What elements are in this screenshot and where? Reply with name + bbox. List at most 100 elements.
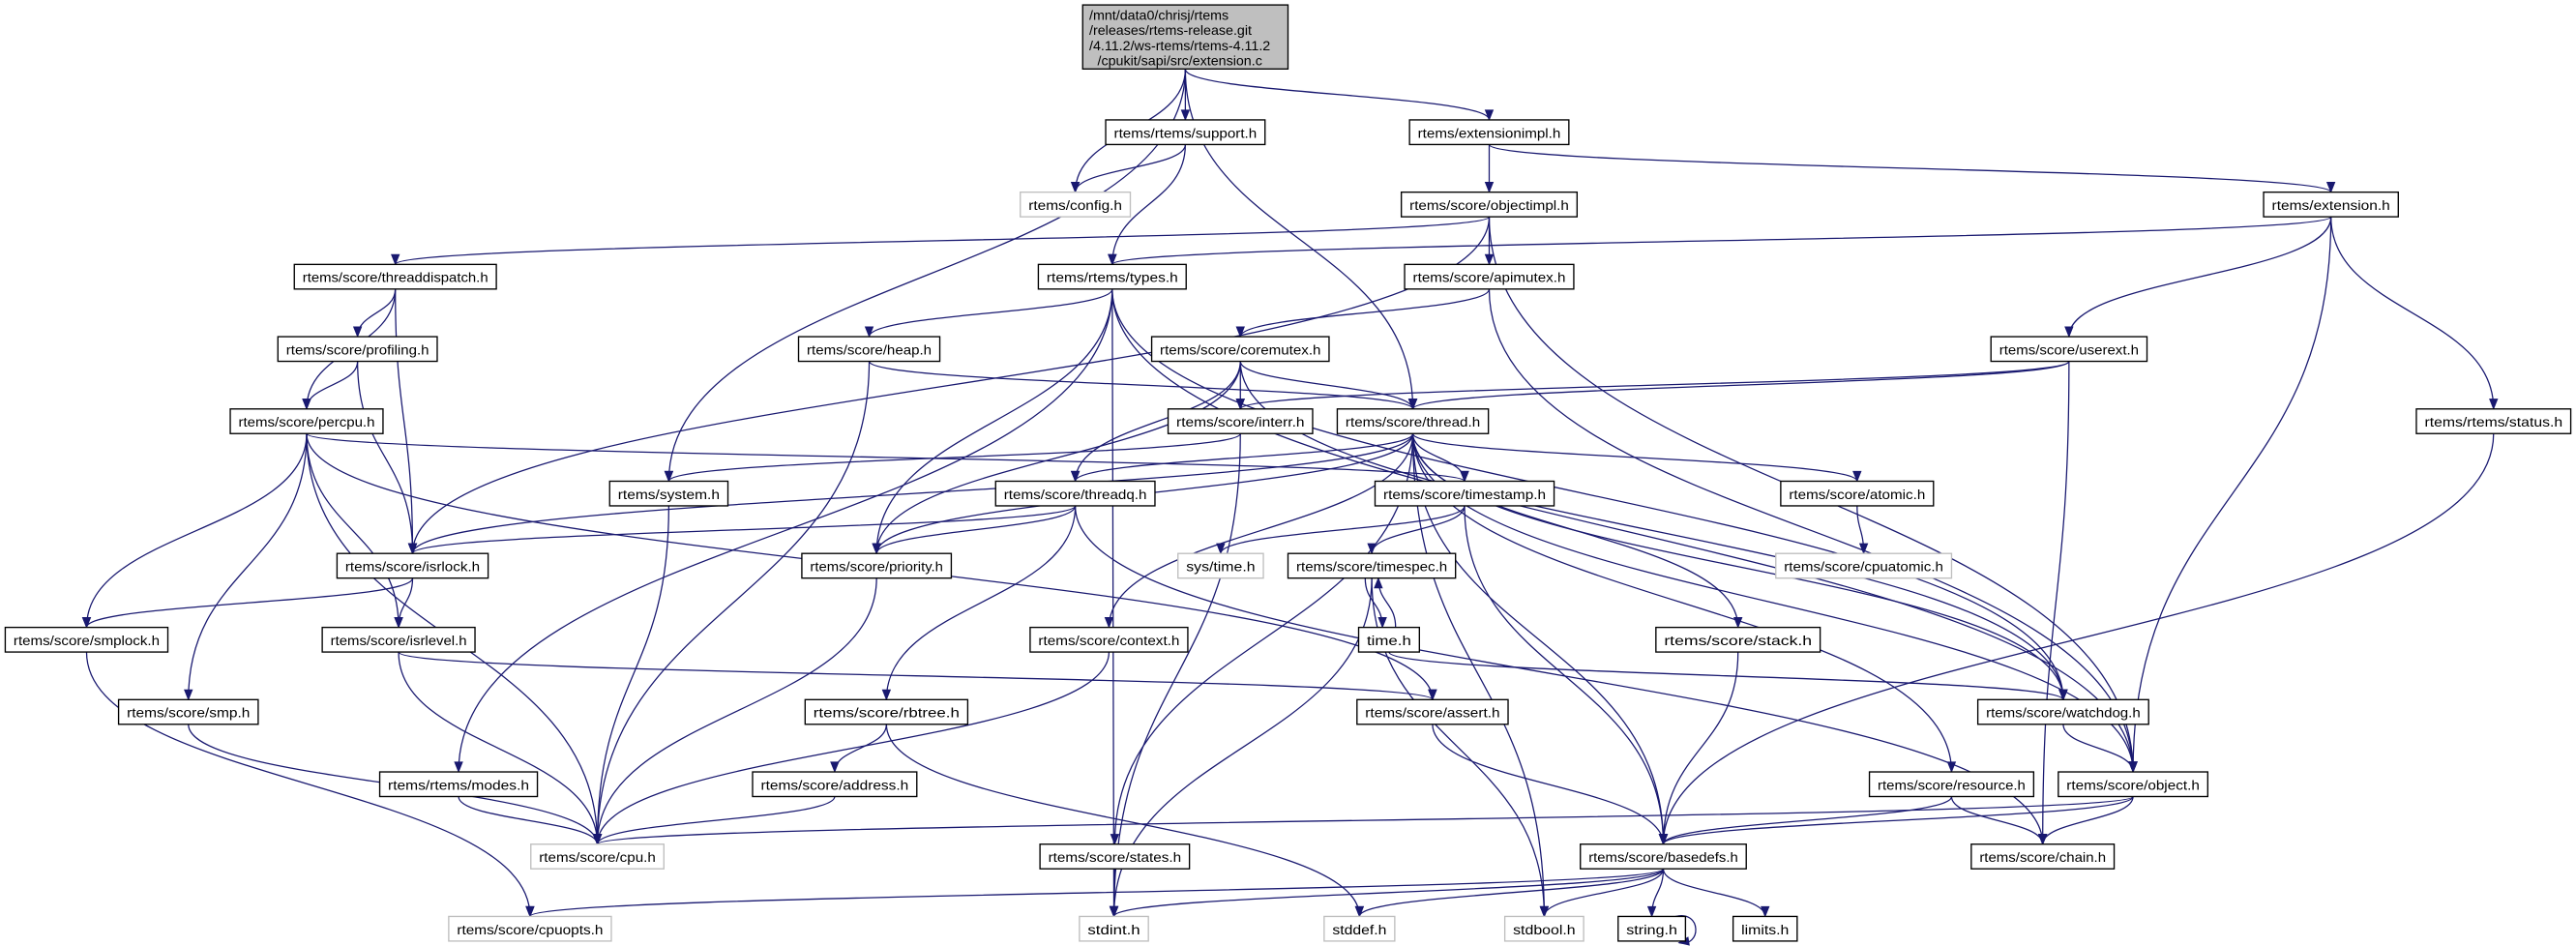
root-label-line: /mnt/data0/chrisj/rtems — [1089, 8, 1229, 23]
node-label: rtems/score/isrlevel.h — [331, 634, 467, 649]
edge-address-to-cpu — [592, 796, 836, 845]
node-apimutex[interactable]: rtems/score/apimutex.h — [1404, 263, 1575, 290]
edge-arrowhead — [2128, 761, 2138, 774]
node-stack[interactable]: rtems/score/stack.h — [1655, 626, 1821, 653]
node-basedefs[interactable]: rtems/score/basedefs.h — [1580, 843, 1747, 870]
node-box — [1336, 408, 1490, 434]
node-extensionimpl[interactable]: rtems/extensionimpl.h — [1408, 119, 1570, 146]
edge-arrowhead — [81, 616, 92, 629]
node-system[interactable]: rtems/system.h — [608, 480, 729, 507]
node-timestamp[interactable]: rtems/score/timestamp.h — [1374, 480, 1555, 507]
edge-context-to-cpu — [592, 652, 1110, 845]
node-limits[interactable]: limits.h — [1732, 915, 1798, 942]
node-box — [1970, 843, 2116, 870]
node-label: rtems/extension.h — [2272, 198, 2390, 214]
node-box — [1105, 119, 1266, 146]
node-threaddispatch[interactable]: rtems/score/threaddispatch.h — [293, 263, 497, 290]
edge-line — [529, 868, 1665, 918]
node-thread[interactable]: rtems/score/thread.h — [1336, 408, 1490, 434]
node-smp[interactable]: rtems/score/smp.h — [117, 698, 259, 725]
node-types[interactable]: rtems/rtems/types.h — [1037, 263, 1187, 290]
node-isrlevel[interactable]: rtems/score/isrlevel.h — [321, 626, 476, 653]
node-profiling[interactable]: rtems/score/profiling.h — [277, 336, 438, 363]
edge-arrowhead — [302, 399, 311, 410]
node-stddef[interactable]: stddef.h — [1323, 915, 1396, 942]
node-box — [1079, 915, 1149, 942]
edge-line — [1662, 433, 2495, 844]
node-rbtree[interactable]: rtems/score/rbtree.h — [804, 698, 969, 725]
node-label: rtems/score/smp.h — [127, 706, 250, 722]
node-box — [117, 698, 259, 725]
node-context[interactable]: rtems/score/context.h — [1029, 626, 1189, 653]
edge-arrowhead — [1070, 470, 1081, 483]
node-cpuatomic[interactable]: rtems/score/cpuatomic.h — [1775, 552, 1953, 579]
node-systime[interactable]: sys/time.h — [1177, 552, 1264, 579]
node-modes[interactable]: rtems/rtems/modes.h — [378, 771, 539, 798]
node-atomic[interactable]: rtems/score/atomic.h — [1780, 480, 1935, 507]
node-string[interactable]: string.h — [1617, 915, 1687, 942]
node-box — [1177, 552, 1264, 579]
node-box — [752, 771, 918, 798]
node-assert[interactable]: rtems/score/assert.h — [1356, 698, 1509, 725]
node-interr[interactable]: rtems/score/interr.h — [1167, 408, 1314, 434]
node-cpu[interactable]: rtems/score/cpu.h — [530, 843, 665, 870]
edge-extension-to-status — [2330, 217, 2499, 410]
node-userext[interactable]: rtems/score/userext.h — [1990, 336, 2148, 363]
node-threadq[interactable]: rtems/score/threadq.h — [994, 480, 1156, 507]
node-box — [1404, 263, 1575, 290]
node-extension[interactable]: rtems/extension.h — [2263, 191, 2399, 218]
edge-objectimpl-to-threaddispatch — [391, 216, 1491, 266]
edge-arrowhead — [1852, 470, 1862, 483]
node-cpuopts[interactable]: rtems/score/cpuopts.h — [448, 915, 612, 942]
node-config[interactable]: rtems/config.h — [1020, 191, 1132, 218]
node-support[interactable]: rtems/rtems/support.h — [1105, 119, 1266, 146]
edge-line — [188, 433, 308, 700]
node-smplock[interactable]: rtems/score/smplock.h — [4, 626, 169, 653]
node-object[interactable]: rtems/score/object.h — [2058, 771, 2209, 798]
node-priority[interactable]: rtems/score/priority.h — [801, 552, 953, 579]
edge-isrlevel-to-assert — [398, 651, 1437, 701]
node-timespec[interactable]: rtems/score/timespec.h — [1287, 552, 1457, 579]
edge-line — [1111, 288, 2134, 773]
edge-isrlock-to-smplock — [81, 577, 414, 629]
edge-line — [85, 577, 414, 628]
edge-line — [596, 505, 670, 844]
node-root-extension-c[interactable]: /mnt/data0/chrisj/rtems/releases/rtems-r… — [1081, 4, 1289, 70]
edge-line — [1111, 216, 2332, 265]
node-percpu[interactable]: rtems/score/percpu.h — [229, 408, 384, 434]
node-stdint[interactable]: stdint.h — [1079, 915, 1149, 942]
edge-arrowhead — [664, 470, 674, 483]
edge-line — [356, 361, 414, 554]
node-status[interactable]: rtems/rtems/status.h — [2415, 408, 2572, 434]
edge-line — [1411, 432, 1858, 483]
edge-line — [306, 433, 400, 628]
node-box — [321, 626, 476, 653]
edge-line — [1074, 432, 1414, 482]
node-chain[interactable]: rtems/score/chain.h — [1970, 843, 2116, 870]
edge-basedefs-to-stdint — [1109, 868, 1665, 918]
edge-basedefs-to-stdbool — [1539, 869, 1665, 918]
node-stdbool[interactable]: stdbool.h — [1503, 915, 1584, 942]
node-watchdog[interactable]: rtems/score/watchdog.h — [1976, 698, 2149, 725]
node-heap[interactable]: rtems/score/heap.h — [797, 336, 941, 363]
edge-arrowhead — [2325, 182, 2336, 193]
edge-line — [885, 724, 1360, 917]
node-time[interactable]: time.h — [1357, 626, 1421, 653]
node-states[interactable]: rtems/score/states.h — [1039, 843, 1191, 870]
node-objectimpl[interactable]: rtems/score/objectimpl.h — [1400, 191, 1579, 218]
edge-arrowhead — [391, 253, 400, 266]
node-label: rtems/score/isrlock.h — [345, 560, 480, 576]
node-box — [1081, 4, 1289, 70]
edge-line — [2042, 361, 2070, 844]
node-resource[interactable]: rtems/score/resource.h — [1868, 771, 2035, 798]
node-label: rtems/score/cpuatomic.h — [1784, 560, 1943, 576]
node-label: rtems/score/basedefs.h — [1588, 850, 1738, 866]
edge-line — [1950, 796, 2044, 844]
node-label: rtems/system.h — [618, 488, 720, 503]
node-address[interactable]: rtems/score/address.h — [752, 771, 918, 798]
edge-arrowhead — [2064, 326, 2074, 339]
node-coremutex[interactable]: rtems/score/coremutex.h — [1150, 336, 1330, 363]
node-box — [1580, 843, 1747, 870]
node-label: rtems/rtems/types.h — [1047, 271, 1178, 286]
node-isrlock[interactable]: rtems/score/isrlock.h — [336, 552, 489, 579]
